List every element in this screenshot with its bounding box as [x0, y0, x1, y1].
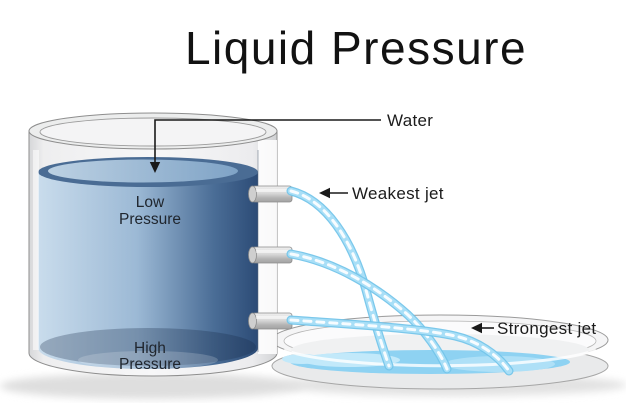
spout-top [248, 185, 293, 203]
water-tank [28, 112, 278, 377]
strongest-jet-callout: Strongest jet [471, 319, 596, 338]
pressure-labels: Low Pressure High Pressure [119, 194, 181, 373]
water-arrow-icon [149, 162, 161, 173]
low-pressure-label-line1: Low [136, 194, 165, 211]
tank-shadow [0, 373, 304, 399]
tank-water-bottom-glow [78, 351, 218, 369]
jet-middle [286, 249, 452, 374]
tank-rim-inner [39, 117, 267, 147]
tank-left-glass-highlight [33, 150, 39, 350]
strongest-jet-arrow-icon [471, 322, 482, 334]
water-label: Water [387, 111, 433, 130]
callouts: Water Weakest jet Strongest jet [149, 111, 596, 338]
tank-water-body [38, 172, 258, 369]
strongest-jet-label: Strongest jet [497, 319, 596, 338]
weakest-jet-arrow-icon [319, 187, 330, 199]
dish-glass-highlight [283, 348, 597, 368]
spout-bottom [248, 312, 293, 330]
weakest-jet-label: Weakest jet [352, 184, 444, 203]
tank-water-bottom-shade [40, 328, 256, 366]
jet-strongest [286, 315, 514, 376]
high-pressure-label-line1: High [134, 340, 166, 357]
water-surface-highlight [48, 159, 238, 183]
water-jets [286, 186, 514, 376]
water-callout-line [154, 119, 381, 162]
high-pressure-label-line2: Pressure [119, 356, 181, 373]
water-callout: Water [149, 111, 433, 173]
weakest-jet-callout: Weakest jet [319, 184, 444, 203]
page-title: Liquid Pressure [185, 22, 527, 74]
spout-middle [248, 246, 293, 264]
low-pressure-label-line2: Pressure [119, 211, 181, 228]
